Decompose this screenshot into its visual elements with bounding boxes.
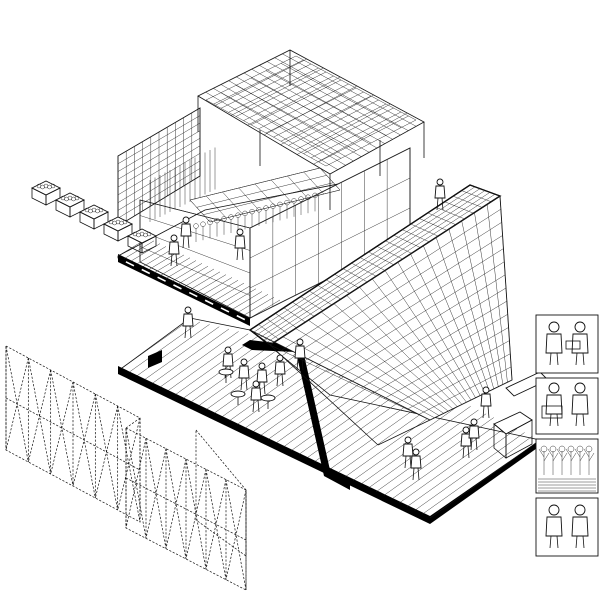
planter-box — [126, 228, 158, 254]
person-figure — [238, 358, 250, 391]
planter-box — [54, 192, 86, 218]
vignette-panel — [535, 377, 599, 435]
planter-box — [78, 204, 110, 230]
planter-boxes — [30, 180, 158, 254]
cafe-table — [260, 394, 276, 409]
person-figure — [402, 436, 414, 469]
pergola-roof — [197, 49, 425, 210]
vignette-panels — [535, 314, 599, 557]
person-figure — [182, 306, 194, 339]
person-figure — [250, 380, 262, 413]
upper-pavilion — [117, 107, 411, 326]
cafe-table — [230, 390, 246, 405]
planter-box — [30, 180, 62, 206]
vignette-panel — [535, 497, 599, 557]
planter-box — [102, 216, 134, 242]
vignette-panel — [535, 314, 599, 374]
pavilion-left-facade — [117, 107, 216, 227]
person-figure — [410, 448, 422, 481]
person-figure — [234, 228, 246, 261]
vignette-panel — [535, 438, 599, 494]
greenhouse-interior — [189, 167, 341, 242]
person-figure — [434, 178, 446, 211]
person-figure — [468, 418, 480, 451]
cafe-table — [218, 368, 234, 383]
person-figure — [180, 216, 192, 249]
person-figure — [294, 338, 306, 371]
person-figure — [480, 386, 492, 419]
person-figure — [222, 346, 234, 379]
inclined-canopy — [248, 184, 513, 446]
person-figure — [168, 234, 180, 267]
person-figure — [274, 354, 286, 387]
dashed-truss-frame — [5, 345, 247, 591]
people-figures — [168, 178, 492, 481]
